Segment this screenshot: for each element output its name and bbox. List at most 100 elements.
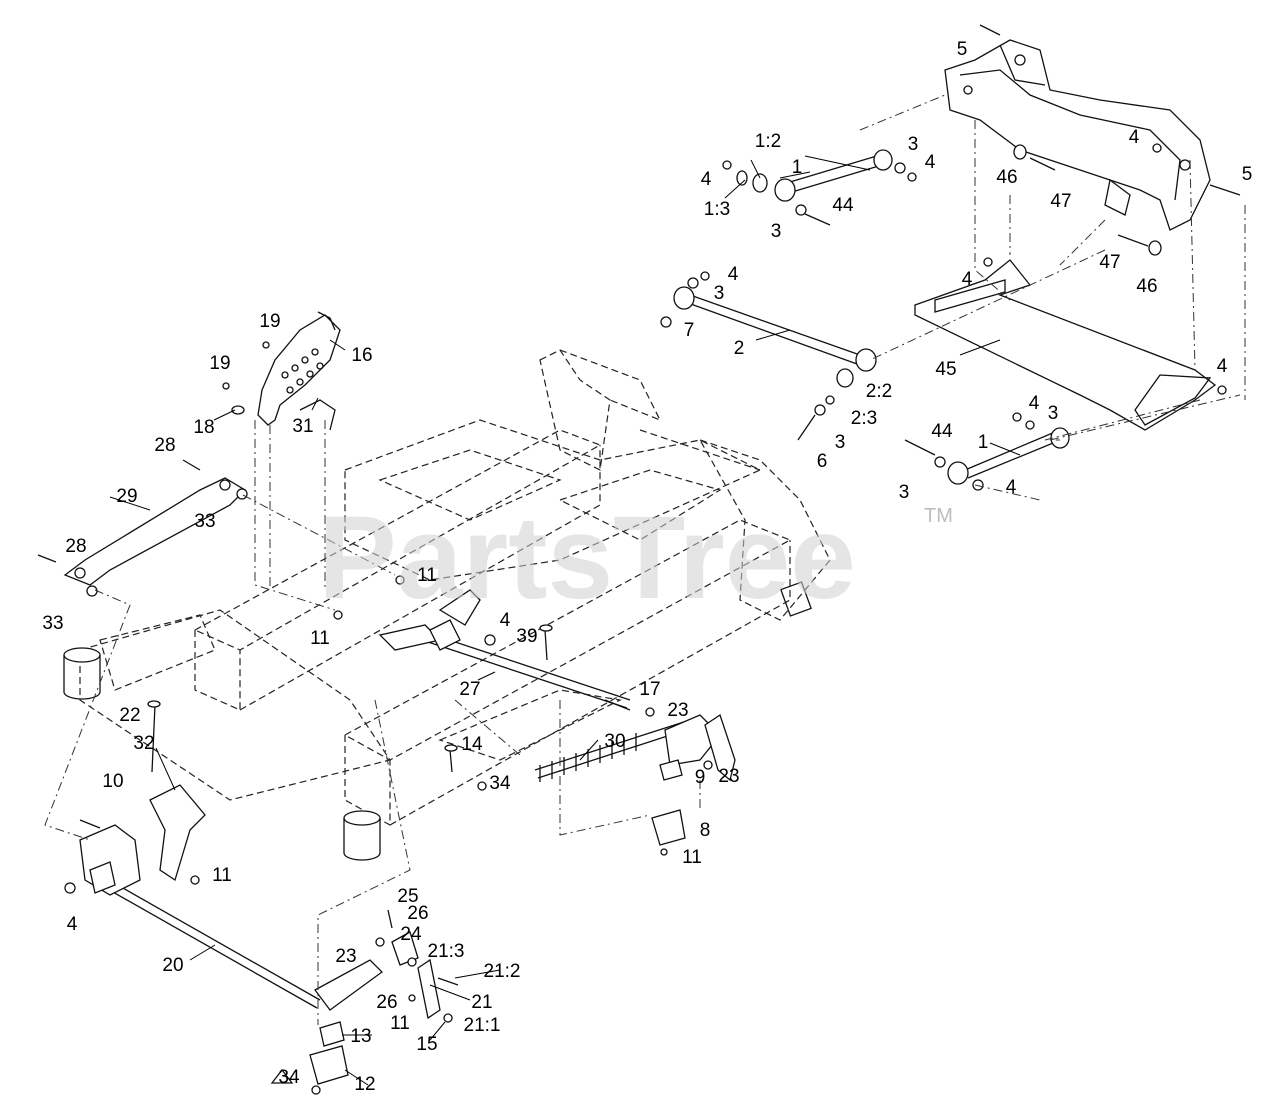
- callout-label: 14: [461, 734, 483, 755]
- callout-label: 33: [42, 613, 63, 634]
- callout-label: 27: [459, 679, 480, 700]
- callout-label: 2:3: [851, 408, 877, 429]
- callout-label: 31: [292, 416, 313, 437]
- watermark-brand: PartsTree: [318, 492, 856, 624]
- callout-label: 33: [194, 511, 215, 532]
- callout-label: 21:2: [484, 961, 521, 982]
- misc-pins: [147, 575, 487, 791]
- callout-label: 18: [193, 417, 214, 438]
- callout-label: 45: [935, 359, 956, 380]
- callout-label: 29: [116, 486, 137, 507]
- leader-lines: [109, 155, 1021, 1086]
- callout-label: 28: [65, 536, 86, 557]
- callout-label: 4: [1129, 127, 1140, 148]
- callout-label: 28: [154, 435, 175, 456]
- callout-label: 7: [684, 320, 695, 341]
- callout-label: 11: [390, 1013, 410, 1034]
- callout-label: 20: [162, 955, 183, 976]
- bushing-block-lower: [270, 1021, 349, 1095]
- callout-label: 1: [978, 432, 989, 453]
- callout-label: 16: [351, 345, 372, 366]
- callout-label: 21: [471, 992, 492, 1013]
- callout-label: 26: [376, 992, 397, 1013]
- callout-label: 9: [695, 767, 706, 788]
- bushing-block-mid: [651, 759, 686, 856]
- callout-label: 3: [899, 482, 910, 503]
- callout-label: 1:3: [704, 199, 730, 220]
- callout-label: 3: [1048, 403, 1059, 424]
- callout-label: 6: [817, 451, 828, 472]
- callout-label: 11: [682, 847, 702, 868]
- callout-label: 26: [407, 903, 428, 924]
- callout-label: 4: [701, 169, 712, 190]
- pivot-shaft-27: [378, 589, 631, 709]
- callout-label: 44: [931, 421, 953, 442]
- callout-label: 19: [209, 353, 230, 374]
- callout-label: 25: [397, 886, 418, 907]
- callout-label: 5: [957, 39, 968, 60]
- callout-label: 30: [604, 731, 625, 752]
- torque-rod-upper: [722, 149, 917, 226]
- callout-label: 2: [734, 338, 745, 359]
- callout-label: 3: [835, 432, 846, 453]
- seat-pan: [914, 259, 1217, 431]
- callout-label: 4: [1006, 477, 1017, 498]
- callout-label: 1: [792, 157, 803, 178]
- callout-label: 11: [417, 565, 437, 586]
- callout-label: 47: [1050, 191, 1071, 212]
- rear-subframe: [944, 39, 1211, 231]
- callout-label: 2:2: [866, 381, 892, 402]
- bushing-bolt-set: [979, 24, 1241, 395]
- callout-label: 39: [516, 626, 537, 647]
- callout-label: 23: [718, 766, 739, 787]
- torque-rod-2: [660, 271, 877, 441]
- callout-label: 44: [832, 195, 854, 216]
- watermark: PartsTree TM: [318, 492, 953, 624]
- callout-label: 1:2: [755, 131, 781, 152]
- callout-label: 4: [500, 610, 511, 631]
- callout-label: 46: [1136, 276, 1157, 297]
- main-frame: [79, 349, 831, 827]
- callout-label: 12: [354, 1074, 375, 1095]
- hoc-plate: [222, 311, 341, 431]
- callout-label: 8: [700, 820, 711, 841]
- callout-label: 22: [119, 705, 140, 726]
- callout-label: 34: [278, 1067, 300, 1088]
- callout-label: 32: [133, 733, 154, 754]
- callout-label: 17: [639, 679, 660, 700]
- callout-label: 21:1: [464, 1015, 501, 1036]
- callout-label: 4: [728, 264, 739, 285]
- caster-tube-right: [343, 810, 381, 861]
- link-arm: [37, 459, 248, 597]
- callout-label: 23: [667, 700, 688, 721]
- pivot-bar-20: [64, 784, 383, 1011]
- watermark-trademark: TM: [924, 505, 953, 527]
- callout-label: 21:3: [428, 941, 465, 962]
- callout-label: 23: [335, 946, 356, 967]
- callout-label: 15: [416, 1034, 437, 1055]
- hoc-link-21: [375, 909, 459, 1023]
- callout-label: 4: [1217, 356, 1228, 377]
- callout-label: 4: [962, 269, 973, 290]
- callout-label: 19: [259, 311, 280, 332]
- callout-label: 34: [489, 773, 511, 794]
- callout-label: 4: [1029, 393, 1040, 414]
- callout-label: 11: [310, 628, 330, 649]
- callout-label: 10: [102, 771, 123, 792]
- assembly-guides: [44, 94, 1246, 1025]
- callout-label: 4: [67, 914, 78, 935]
- caster-tube-left: [63, 647, 101, 700]
- spring-shaft-30: [534, 699, 736, 782]
- callout-label: 24: [400, 924, 422, 945]
- callout-label: 3: [771, 221, 782, 242]
- callout-label: 4: [925, 152, 936, 173]
- callout-label: 3: [714, 283, 725, 304]
- callout-label: 46: [996, 167, 1017, 188]
- callout-label: 3: [908, 134, 919, 155]
- callout-label: 5: [1242, 164, 1253, 185]
- callout-label: 47: [1099, 252, 1120, 273]
- callout-label: 11: [212, 865, 232, 886]
- callout-label: 13: [350, 1026, 371, 1047]
